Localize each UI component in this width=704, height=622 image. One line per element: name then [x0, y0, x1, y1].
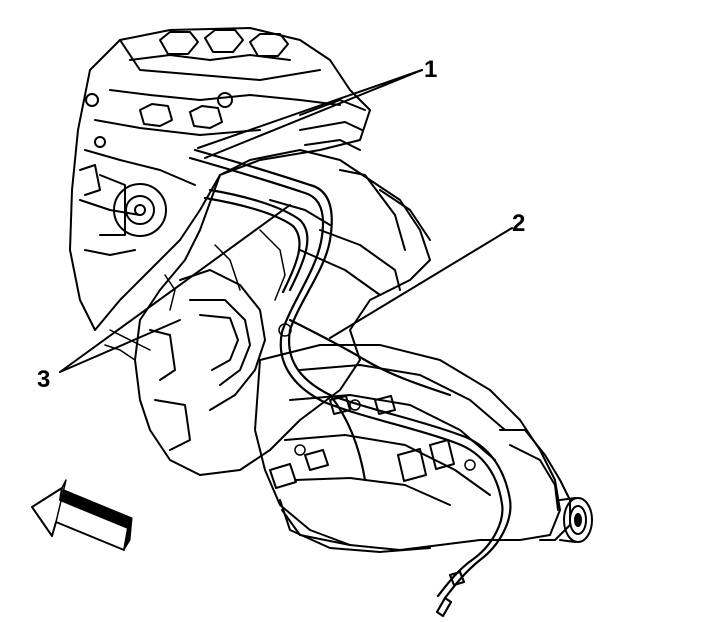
- leader-lines: [59, 69, 513, 373]
- engine-block: [69, 27, 371, 331]
- callout-1: 1: [424, 56, 438, 83]
- callout-3: 3: [37, 366, 51, 393]
- tail-housing: [499, 429, 593, 543]
- callout-2: 2: [512, 210, 526, 237]
- transmission-body: [254, 344, 561, 553]
- front-direction-arrow-icon: [31, 479, 133, 551]
- wiring-harness: [104, 229, 476, 471]
- cooler-lines: [188, 148, 512, 618]
- transmission-case: [134, 149, 431, 476]
